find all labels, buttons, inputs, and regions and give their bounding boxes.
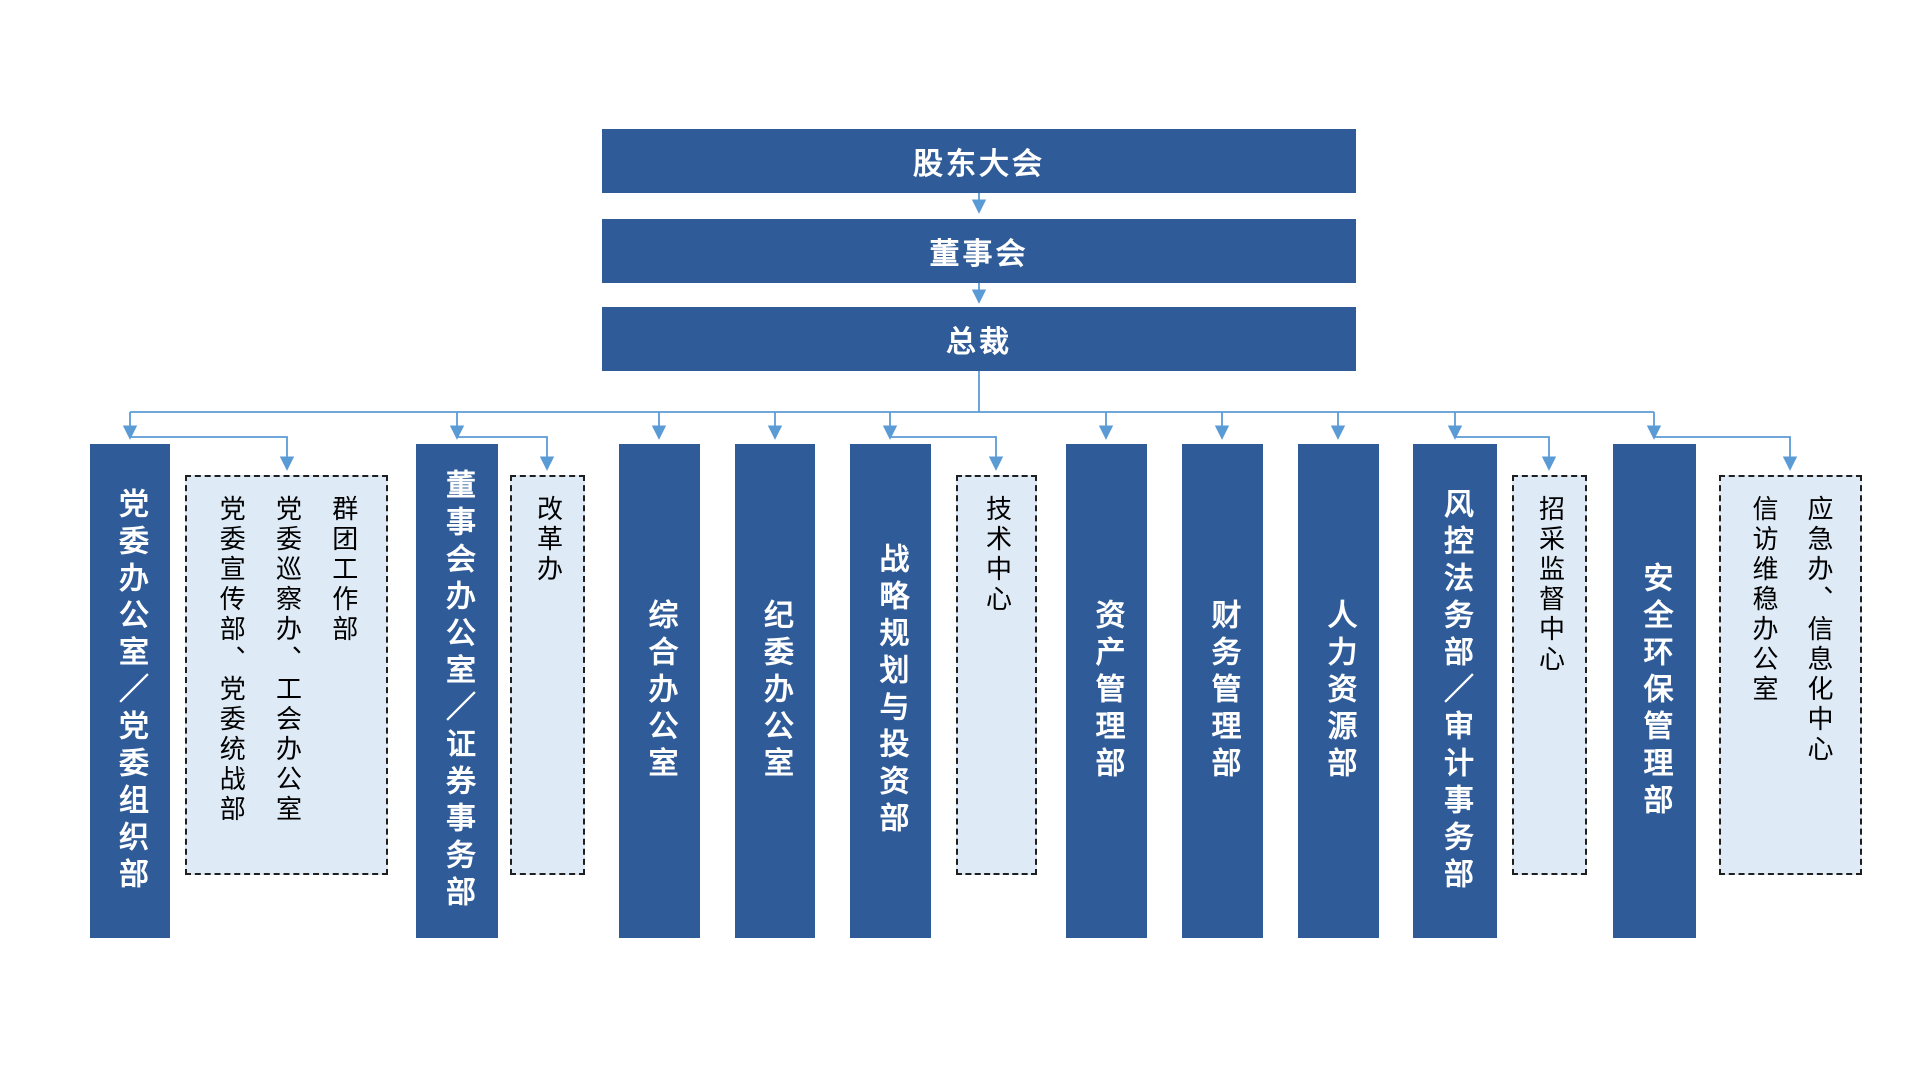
dept-reform-office: 改革办 bbox=[510, 475, 585, 875]
dept-label: 技术中心 bbox=[981, 495, 1012, 615]
dept-group-mass-work: 群团工作部 党委巡察办、工会办公室 党委宣传部、党委统战部 bbox=[185, 475, 388, 875]
dept-label: 资产管理部 bbox=[1089, 598, 1125, 784]
dept-label: 安全环保管理部 bbox=[1637, 561, 1673, 821]
dept-label: 纪委办公室 bbox=[758, 598, 793, 784]
dept-safety-environment: 安全环保管理部 bbox=[1613, 444, 1696, 938]
dept-party-office: 党委办公室／党委组织部 bbox=[90, 444, 170, 938]
dept-general-office: 综合办公室 bbox=[619, 444, 700, 938]
dept-board-office: 董事会办公室／证券事务部 bbox=[416, 444, 498, 938]
dept-label: 人力资源部 bbox=[1321, 598, 1357, 784]
dept-human-resources: 人力资源部 bbox=[1298, 444, 1379, 938]
node-president: 总裁 bbox=[602, 307, 1356, 371]
dept-label: 招采监督中心 bbox=[1534, 495, 1565, 675]
dept-technology-center: 技术中心 bbox=[956, 475, 1037, 875]
node-board-of-directors: 董事会 bbox=[602, 219, 1356, 283]
dept-label: 财务管理部 bbox=[1205, 598, 1241, 784]
dept-label: 党委巡察办、工会办公室 bbox=[271, 495, 302, 825]
dept-strategy-investment: 战略规划与投资部 bbox=[850, 444, 931, 938]
dept-label: 风控法务部／审计事务部 bbox=[1438, 487, 1473, 895]
dept-emergency-info: 应急办、信息化中心 信访维稳办公室 bbox=[1719, 475, 1862, 875]
dept-label: 董事会办公室／证券事务部 bbox=[440, 469, 475, 913]
dept-label: 改革办 bbox=[532, 495, 563, 585]
node-label: 总裁 bbox=[946, 325, 1012, 360]
dept-label: 信访维稳办公室 bbox=[1748, 495, 1778, 705]
dept-discipline-office: 纪委办公室 bbox=[735, 444, 815, 938]
dept-label: 群团工作部 bbox=[327, 495, 358, 645]
dept-procurement-supervision: 招采监督中心 bbox=[1512, 475, 1587, 875]
node-shareholders-meeting: 股东大会 bbox=[602, 129, 1356, 193]
dept-label: 综合办公室 bbox=[642, 598, 678, 784]
dept-label: 党委办公室／党委组织部 bbox=[113, 487, 148, 895]
dept-label: 战略规划与投资部 bbox=[873, 543, 909, 839]
dept-finance-management: 财务管理部 bbox=[1182, 444, 1263, 938]
dept-label: 党委宣传部、党委统战部 bbox=[215, 495, 246, 825]
dept-risk-legal-audit: 风控法务部／审计事务部 bbox=[1413, 444, 1497, 938]
node-label: 股东大会 bbox=[913, 147, 1045, 182]
dept-label: 应急办、信息化中心 bbox=[1803, 495, 1833, 765]
node-label: 董事会 bbox=[929, 237, 1029, 272]
dept-asset-management: 资产管理部 bbox=[1066, 444, 1147, 938]
